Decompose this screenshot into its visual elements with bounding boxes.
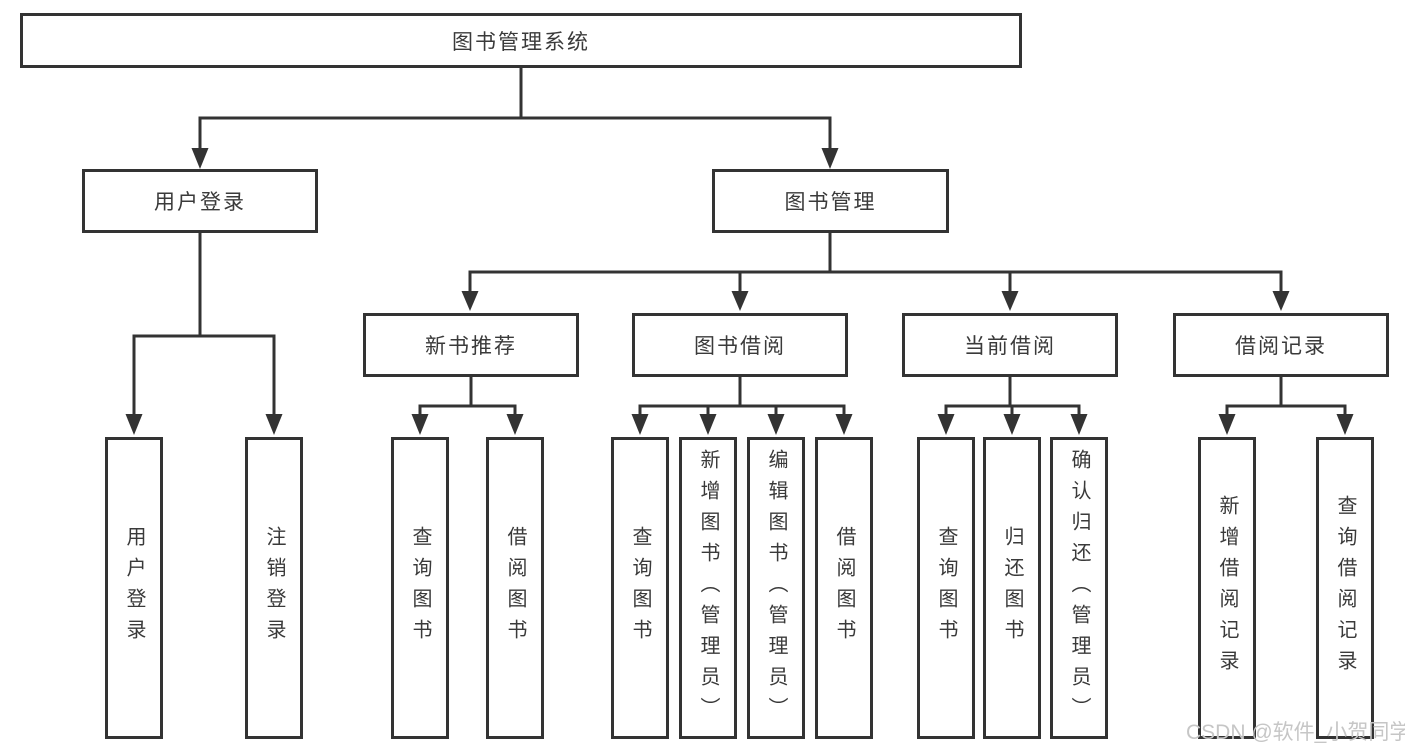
node-user-login-label: 用户登录 (154, 191, 246, 214)
node-new-book-recommend-label: 新书推荐 (425, 335, 517, 358)
leaf-newbook-query-books: 查询图书 (391, 437, 449, 739)
leaf-newbook-borrow-books: 借阅图书 (486, 437, 544, 739)
leaf-borrow-borrow-books-label: 借阅图书 (833, 526, 855, 650)
leaf-borrow-query-books-label: 查询图书 (629, 526, 651, 650)
connector-current-borrow (937, 377, 1088, 435)
node-book-borrow-label: 图书借阅 (694, 335, 786, 358)
node-user-login: 用户登录 (82, 169, 318, 233)
leaf-logout-label: 注销登录 (263, 526, 285, 650)
connector-borrow-records (1218, 377, 1354, 435)
connector-book-management (461, 233, 1290, 311)
node-borrow-records: 借阅记录 (1173, 313, 1389, 377)
connector-new-book-recommend (411, 377, 524, 435)
leaf-records-query-record: 查询借阅记录 (1316, 437, 1374, 739)
node-book-management: 图书管理 (712, 169, 949, 233)
leaf-user-login-label: 用户登录 (123, 526, 145, 650)
node-book-management-label: 图书管理 (784, 191, 877, 214)
leaf-current-return-books-label: 归还图书 (1001, 526, 1023, 650)
node-current-borrow: 当前借阅 (902, 313, 1118, 377)
leaf-newbook-query-books-label: 查询图书 (409, 526, 431, 650)
leaf-borrow-edit-books-admin: 编辑图书（管理员） (747, 437, 805, 739)
leaf-current-query-books: 查询图书 (917, 437, 975, 739)
leaf-current-confirm-return-admin: 确认归还（管理员） (1050, 437, 1108, 739)
connector-root (191, 68, 839, 169)
node-root: 图书管理系统 (20, 13, 1022, 68)
connector-book-borrow (631, 377, 853, 435)
leaf-borrow-edit-books-admin-label: 编辑图书（管理员） (765, 448, 787, 728)
node-current-borrow-label: 当前借阅 (964, 335, 1056, 358)
node-root-label: 图书管理系统 (452, 30, 590, 54)
leaf-user-login: 用户登录 (105, 437, 163, 739)
leaf-newbook-borrow-books-label: 借阅图书 (504, 526, 526, 650)
leaf-records-add-record-label: 新增借阅记录 (1216, 495, 1238, 681)
leaf-records-add-record: 新增借阅记录 (1198, 437, 1256, 739)
leaf-records-query-record-label: 查询借阅记录 (1334, 495, 1356, 681)
watermark: CSDN @软件_小贺同学 (1186, 721, 1405, 744)
leaf-borrow-add-books-admin-label: 新增图书（管理员） (697, 448, 719, 728)
node-book-borrow: 图书借阅 (632, 313, 848, 377)
node-new-book-recommend: 新书推荐 (363, 313, 579, 377)
leaf-borrow-add-books-admin: 新增图书（管理员） (679, 437, 737, 739)
leaf-current-query-books-label: 查询图书 (935, 526, 957, 650)
leaf-current-confirm-return-admin-label: 确认归还（管理员） (1068, 448, 1090, 728)
node-borrow-records-label: 借阅记录 (1235, 335, 1327, 358)
leaf-current-return-books: 归还图书 (983, 437, 1041, 739)
leaf-borrow-borrow-books: 借阅图书 (815, 437, 873, 739)
connector-user-login (125, 233, 283, 435)
leaf-logout: 注销登录 (245, 437, 303, 739)
leaf-borrow-query-books: 查询图书 (611, 437, 669, 739)
